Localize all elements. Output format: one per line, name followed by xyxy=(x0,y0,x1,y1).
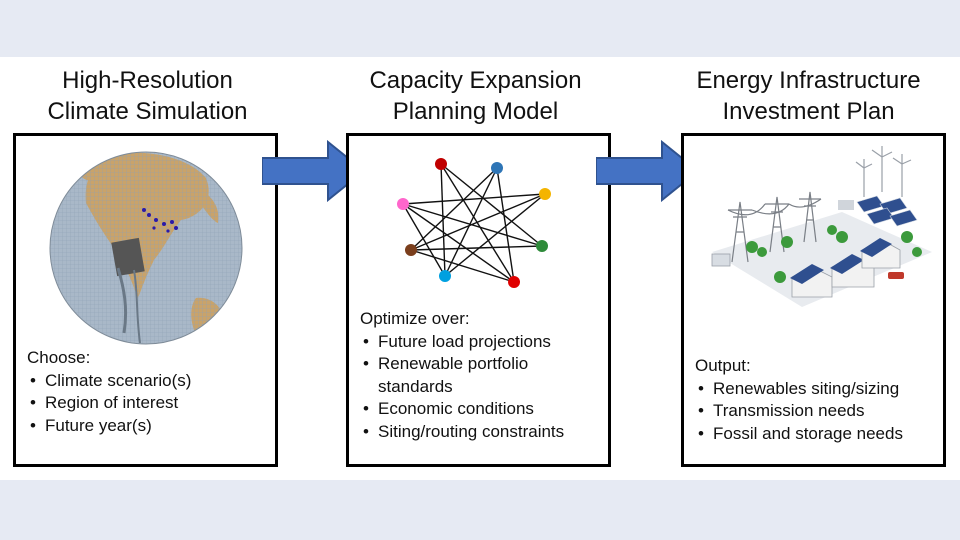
list-item: Renewable portfolio standards xyxy=(360,353,563,398)
network-graph-icon xyxy=(397,158,551,288)
list-item: Region of interest xyxy=(27,392,267,415)
list-item: Economic conditions xyxy=(360,398,610,421)
climate-simulation-box: Choose: Climate scenario(s) Region of in… xyxy=(13,133,278,467)
list-item: Transmission needs xyxy=(695,400,945,423)
column-title-climate: High-Resolution Climate Simulation xyxy=(47,67,248,125)
choose-heading: Choose: xyxy=(27,348,91,367)
climate-options: Choose: Climate scenario(s) Region of in… xyxy=(27,347,267,437)
graph-nodes xyxy=(397,158,551,288)
list-item: Renewables siting/sizing xyxy=(695,378,945,401)
optimization-list: Future load projections Renewable portfo… xyxy=(360,331,610,444)
output-list-block: Output: Renewables siting/sizing Transmi… xyxy=(695,355,945,445)
output-list: Renewables siting/sizing Transmission ne… xyxy=(695,378,945,446)
column-title-capacity: Capacity Expansion Planning Model xyxy=(369,67,582,125)
optimization-criteria: Optimize over: Future load projections R… xyxy=(360,308,610,443)
output-heading: Output: xyxy=(695,356,751,375)
capacity-expansion-box: Optimize over: Future load projections R… xyxy=(346,133,611,467)
arrow-right-icon xyxy=(596,140,700,202)
investment-plan-box: Output: Renewables siting/sizing Transmi… xyxy=(681,133,946,467)
globe-icon xyxy=(49,151,243,345)
optimize-heading: Optimize over: xyxy=(360,309,470,328)
energy-infrastructure-icon xyxy=(711,146,932,307)
list-item: Fossil and storage needs xyxy=(695,423,945,446)
list-item: Future year(s) xyxy=(27,415,267,438)
list-item: Future load projections xyxy=(360,331,610,354)
list-item: Climate scenario(s) xyxy=(27,370,267,393)
column-title-investment: Energy Infrastructure Investment Plan xyxy=(696,67,921,125)
climate-options-list: Climate scenario(s) Region of interest F… xyxy=(27,370,267,438)
list-item: Siting/routing constraints xyxy=(360,421,610,444)
